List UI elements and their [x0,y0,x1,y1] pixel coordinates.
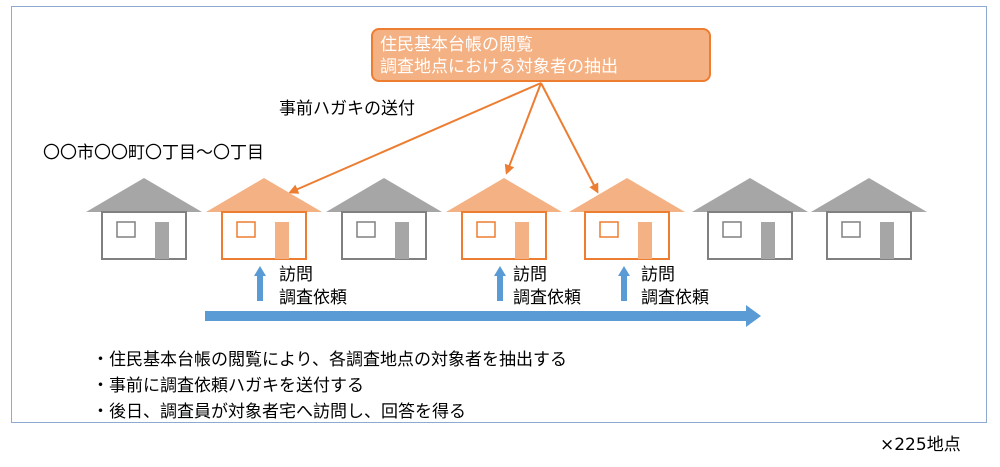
area-label: 〇〇市〇〇町〇丁目～〇丁目 [43,143,264,163]
connector-arrow-house-4 [504,82,542,175]
house-2 [206,178,322,260]
house-window [356,221,376,238]
visit-label-3: 訪問 調査依頼 [641,264,709,310]
house-1 [86,178,202,260]
visit-up-arrow-2 [494,266,506,301]
house-window [841,221,861,238]
house-body [826,211,912,260]
visit-label-2: 訪問 調査依頼 [513,264,581,310]
house-roof [569,178,685,212]
house-body [101,211,187,260]
note-3: ・後日、調査員が対象者宅へ訪問し、回答を得る [92,402,466,422]
house-body [221,211,307,260]
house-window [599,221,619,238]
house-window [476,221,496,238]
house-body [461,211,547,260]
visit-label-line-1: 訪問 [641,265,675,285]
footnote: ×225地点 [880,435,961,455]
timeline-arrow [205,305,761,327]
house-roof [811,178,927,212]
house-5 [569,178,685,260]
house-body [707,211,793,260]
house-roof [206,178,322,212]
house-door [515,222,529,259]
postcard-label: 事前ハガキの送付 [279,99,415,119]
house-6 [692,178,808,260]
diagram-frame [11,6,987,423]
house-4 [446,178,562,260]
callout-box: 住民基本台帳の閲覧 調査地点における対象者の抽出 [371,28,711,82]
house-body [584,211,670,260]
house-body [341,211,427,260]
visit-label-line-2: 調査依頼 [641,288,709,308]
callout-line-1: 住民基本台帳の閲覧 [380,35,533,55]
house-door [275,222,289,259]
visit-label-line-2: 調査依頼 [279,288,347,308]
visit-up-arrow-1 [254,266,266,301]
visit-label-line-1: 訪問 [279,265,313,285]
house-roof [446,178,562,212]
house-window [116,221,136,238]
note-2: ・事前に調査依頼ハガキを送付する [92,376,364,396]
house-door [155,222,169,259]
house-roof [326,178,442,212]
visit-up-arrow-3 [618,266,630,301]
house-7 [811,178,927,260]
house-door [395,222,409,259]
house-window [236,221,256,238]
visit-label-1: 訪問 調査依頼 [279,264,347,310]
house-roof [86,178,202,212]
house-roof [692,178,808,212]
visit-label-line-2: 調査依頼 [513,288,581,308]
postcard-arrow [288,82,542,194]
callout-line-2: 調査地点における対象者の抽出 [380,57,618,77]
house-door [761,222,775,259]
connector-arrow-house-5 [540,82,599,194]
house-door [880,222,894,259]
house-window [722,221,742,238]
visit-label-line-1: 訪問 [513,265,547,285]
house-door [638,222,652,259]
house-3 [326,178,442,260]
note-1: ・住民基本台帳の閲覧により、各調査地点の対象者を抽出する [92,350,567,370]
